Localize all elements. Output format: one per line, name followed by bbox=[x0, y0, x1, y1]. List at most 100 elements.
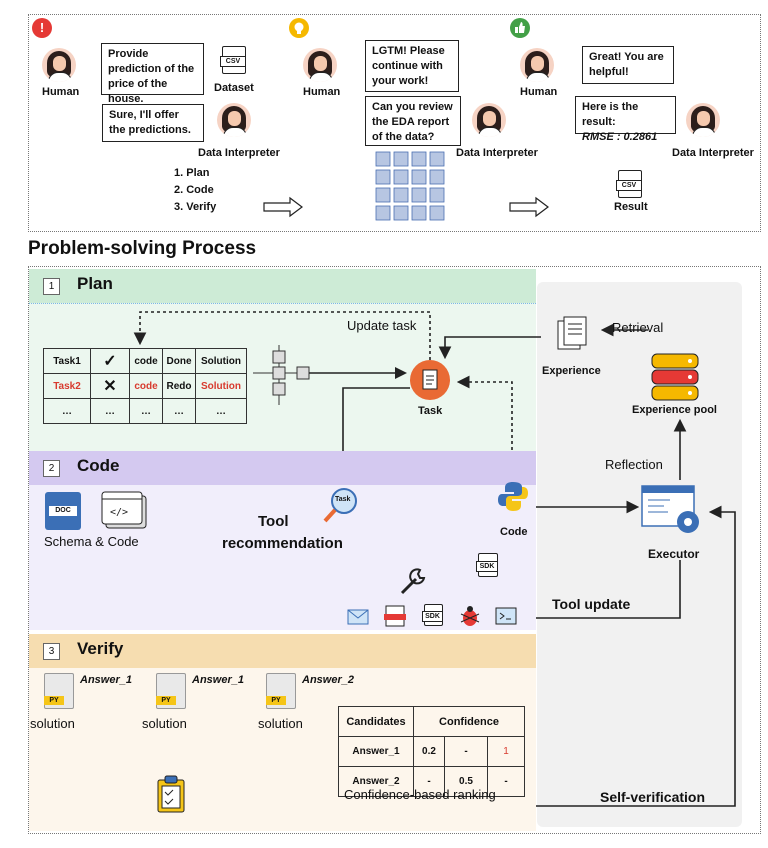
ocr-icon bbox=[384, 605, 406, 627]
human-bubble-1: Provide prediction of the price of the h… bbox=[101, 43, 204, 105]
email-icon bbox=[347, 609, 369, 625]
reflection-label: Reflection bbox=[605, 457, 663, 472]
interpreter-bubble-1: Sure, I'll offer the predictions. bbox=[102, 104, 204, 142]
table-row: Task1 ✓ code Done Solution bbox=[43, 348, 247, 374]
step-code: 2. Code bbox=[174, 184, 214, 196]
python-icon bbox=[498, 482, 528, 511]
code-title: Code bbox=[77, 456, 120, 475]
table-row: Task2 ✕ code Redo Solution bbox=[43, 373, 247, 399]
task-tag: Task bbox=[335, 496, 351, 503]
interpreter-avatar-1 bbox=[217, 103, 251, 137]
table-cell: - bbox=[487, 766, 525, 797]
self-verification-label: Self-verification bbox=[600, 789, 706, 805]
csv-dataset-icon: CSV bbox=[220, 46, 246, 74]
table-cell: 0.2 bbox=[413, 736, 445, 767]
py-tag: PY bbox=[266, 696, 286, 705]
human-bubble-3: Great! You are helpful! bbox=[582, 46, 674, 84]
rmse-value: RMSE : 0.2861 bbox=[582, 131, 658, 143]
human-avatar-1 bbox=[42, 48, 76, 82]
code-number: 2 bbox=[43, 460, 60, 477]
human-label-2: Human bbox=[303, 86, 341, 98]
step-verify: 3. Verify bbox=[174, 201, 217, 213]
bug-icon bbox=[460, 606, 480, 626]
process-panel bbox=[28, 266, 761, 834]
solution-label: solution bbox=[258, 716, 303, 731]
human-label-3: Human bbox=[520, 86, 558, 98]
task-graph-icon bbox=[253, 345, 310, 405]
tool-update-label: Tool update bbox=[552, 596, 631, 612]
table-row: Answer_1 0.2 - 1 bbox=[338, 736, 525, 767]
code-label: Code bbox=[500, 526, 528, 538]
result-label: Result bbox=[614, 201, 648, 213]
table-cell: Solution bbox=[195, 348, 247, 374]
thumbs-up-icon bbox=[510, 18, 530, 38]
py-file-icon: PY bbox=[266, 673, 296, 709]
table-cell: Done bbox=[162, 348, 196, 374]
sdk-file-icon: SDK bbox=[476, 553, 498, 577]
code-window-icon: </> bbox=[101, 491, 147, 529]
alert-icon: ! bbox=[32, 18, 52, 38]
sdk-tool-icon: SDK bbox=[422, 604, 443, 626]
csv-result-icon: CSV bbox=[616, 170, 642, 198]
arrow-right-icon bbox=[263, 196, 303, 218]
verify-title: Verify bbox=[77, 639, 124, 658]
step-plan: 1. Plan bbox=[174, 167, 210, 179]
human-bubble-2: LGTM! Please continue with your work! bbox=[365, 40, 459, 92]
table-header: Candidates bbox=[338, 706, 414, 737]
human-avatar-2 bbox=[303, 48, 337, 82]
py-file-icon: PY bbox=[156, 673, 186, 709]
table-cell: - bbox=[444, 736, 488, 767]
table-cell: Solution bbox=[195, 373, 247, 399]
plan-header: 1 Plan bbox=[29, 269, 536, 303]
plan-title: Plan bbox=[77, 274, 113, 293]
answer-label: Answer_1 bbox=[192, 674, 244, 686]
doc-file-icon: DOC bbox=[45, 492, 81, 530]
experience-pool-label: Experience pool bbox=[632, 404, 717, 416]
ranking-label: Confidence-based ranking bbox=[344, 787, 496, 802]
terminal-icon bbox=[495, 607, 517, 625]
interpreter-avatar-3 bbox=[686, 103, 720, 137]
right-panel-bg bbox=[537, 282, 742, 827]
executor-label: Executor bbox=[648, 547, 700, 561]
table-cell: … bbox=[195, 398, 247, 424]
wrench-icon bbox=[400, 568, 426, 595]
dataset-label: Dataset bbox=[214, 82, 254, 94]
table-cell: Answer_2 bbox=[338, 766, 414, 797]
task-table: Task1 ✓ code Done Solution Task2 ✕ code … bbox=[43, 348, 247, 424]
task-node-icon bbox=[410, 360, 450, 400]
checklist-icon bbox=[157, 775, 185, 813]
interpreter-bubble-3: Here is the result: RMSE : 0.2861 bbox=[575, 96, 676, 143]
tool-rec-line2: recommendation bbox=[222, 535, 343, 552]
confidence-table: Candidates Confidence Answer_1 0.2 - 1 A… bbox=[338, 706, 525, 797]
table-cell: code bbox=[129, 348, 163, 374]
cross-icon: ✕ bbox=[90, 373, 130, 399]
answer-label: Answer_1 bbox=[80, 674, 132, 686]
eda-plot-thumbnail bbox=[375, 151, 445, 221]
tool-rec-line1: Tool bbox=[258, 513, 289, 530]
py-tag: PY bbox=[44, 696, 64, 705]
retrieval-label: Retrieval bbox=[612, 320, 664, 335]
py-tag: PY bbox=[156, 696, 176, 705]
table-row: Answer_2 - 0.5 - bbox=[338, 766, 525, 797]
table-cell: … bbox=[90, 398, 130, 424]
result-line-1: Here is the result: bbox=[582, 101, 639, 128]
solution-label: solution bbox=[30, 716, 75, 731]
human-avatar-3 bbox=[520, 48, 554, 82]
table-cell: 1 bbox=[487, 736, 525, 767]
table-cell: code bbox=[129, 373, 163, 399]
table-row: … … … … … bbox=[43, 398, 247, 424]
update-task-label: Update task bbox=[347, 318, 417, 333]
table-cell: … bbox=[162, 398, 196, 424]
svg-text:</>: </> bbox=[110, 507, 128, 518]
experience-label: Experience bbox=[542, 365, 601, 377]
py-file-icon: PY bbox=[44, 673, 74, 709]
code-header: 2 Code bbox=[29, 451, 536, 485]
table-cell: … bbox=[43, 398, 91, 424]
interpreter-label-3: Data Interpreter bbox=[672, 147, 754, 159]
arrow-right-icon bbox=[509, 196, 549, 218]
table-header: Confidence bbox=[413, 706, 525, 737]
schema-code-label: Schema & Code bbox=[44, 534, 139, 549]
task-label: Task bbox=[418, 405, 443, 417]
doc-tag: DOC bbox=[49, 506, 77, 516]
table-cell: Answer_1 bbox=[338, 736, 414, 767]
